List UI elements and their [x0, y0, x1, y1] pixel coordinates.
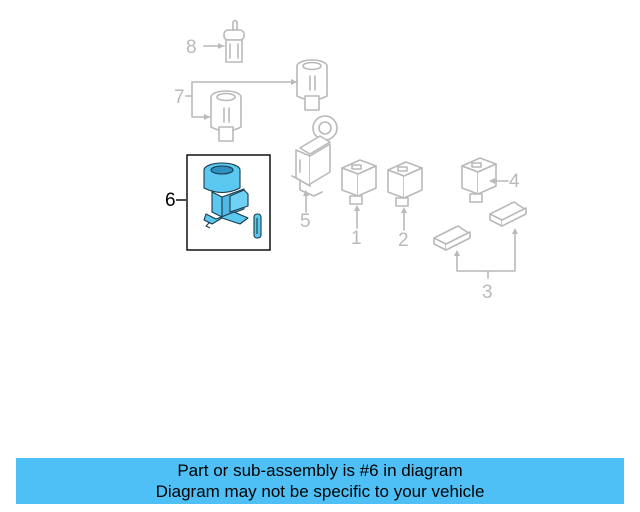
parts-diagram: 8 7 6 5 1 2 4 3 — [165, 19, 527, 303]
part-1-switch — [341, 159, 377, 205]
leader-3 — [454, 228, 518, 279]
callout-8: 8 — [186, 37, 197, 58]
callout-1: 1 — [351, 228, 362, 249]
highlight-box — [186, 154, 271, 251]
info-banner: Part or sub-assembly is #6 in diagram Di… — [16, 458, 624, 504]
banner-line-1: Part or sub-assembly is #6 in diagram — [177, 461, 463, 480]
part-7-sleeve-lower — [210, 90, 242, 142]
callout-4: 4 — [509, 171, 520, 192]
callout-5: 5 — [300, 211, 311, 232]
callout-7: 7 — [174, 87, 185, 108]
part-7-sleeve-upper — [296, 59, 328, 111]
part-5-housing — [291, 115, 338, 197]
part-4-switch — [461, 157, 497, 203]
callout-2: 2 — [398, 230, 409, 251]
part-8-connector — [223, 19, 245, 63]
banner-line-2: Diagram may not be specific to your vehi… — [155, 482, 485, 501]
callout-3: 3 — [482, 282, 493, 303]
leader-7 — [185, 79, 298, 120]
part-2-switch — [387, 161, 423, 207]
part-3-cover-left — [433, 225, 471, 251]
part-6-lamp-housing[interactable] — [203, 162, 262, 239]
part-3-cover-right — [489, 201, 527, 227]
callout-6[interactable]: 6 — [165, 190, 176, 211]
